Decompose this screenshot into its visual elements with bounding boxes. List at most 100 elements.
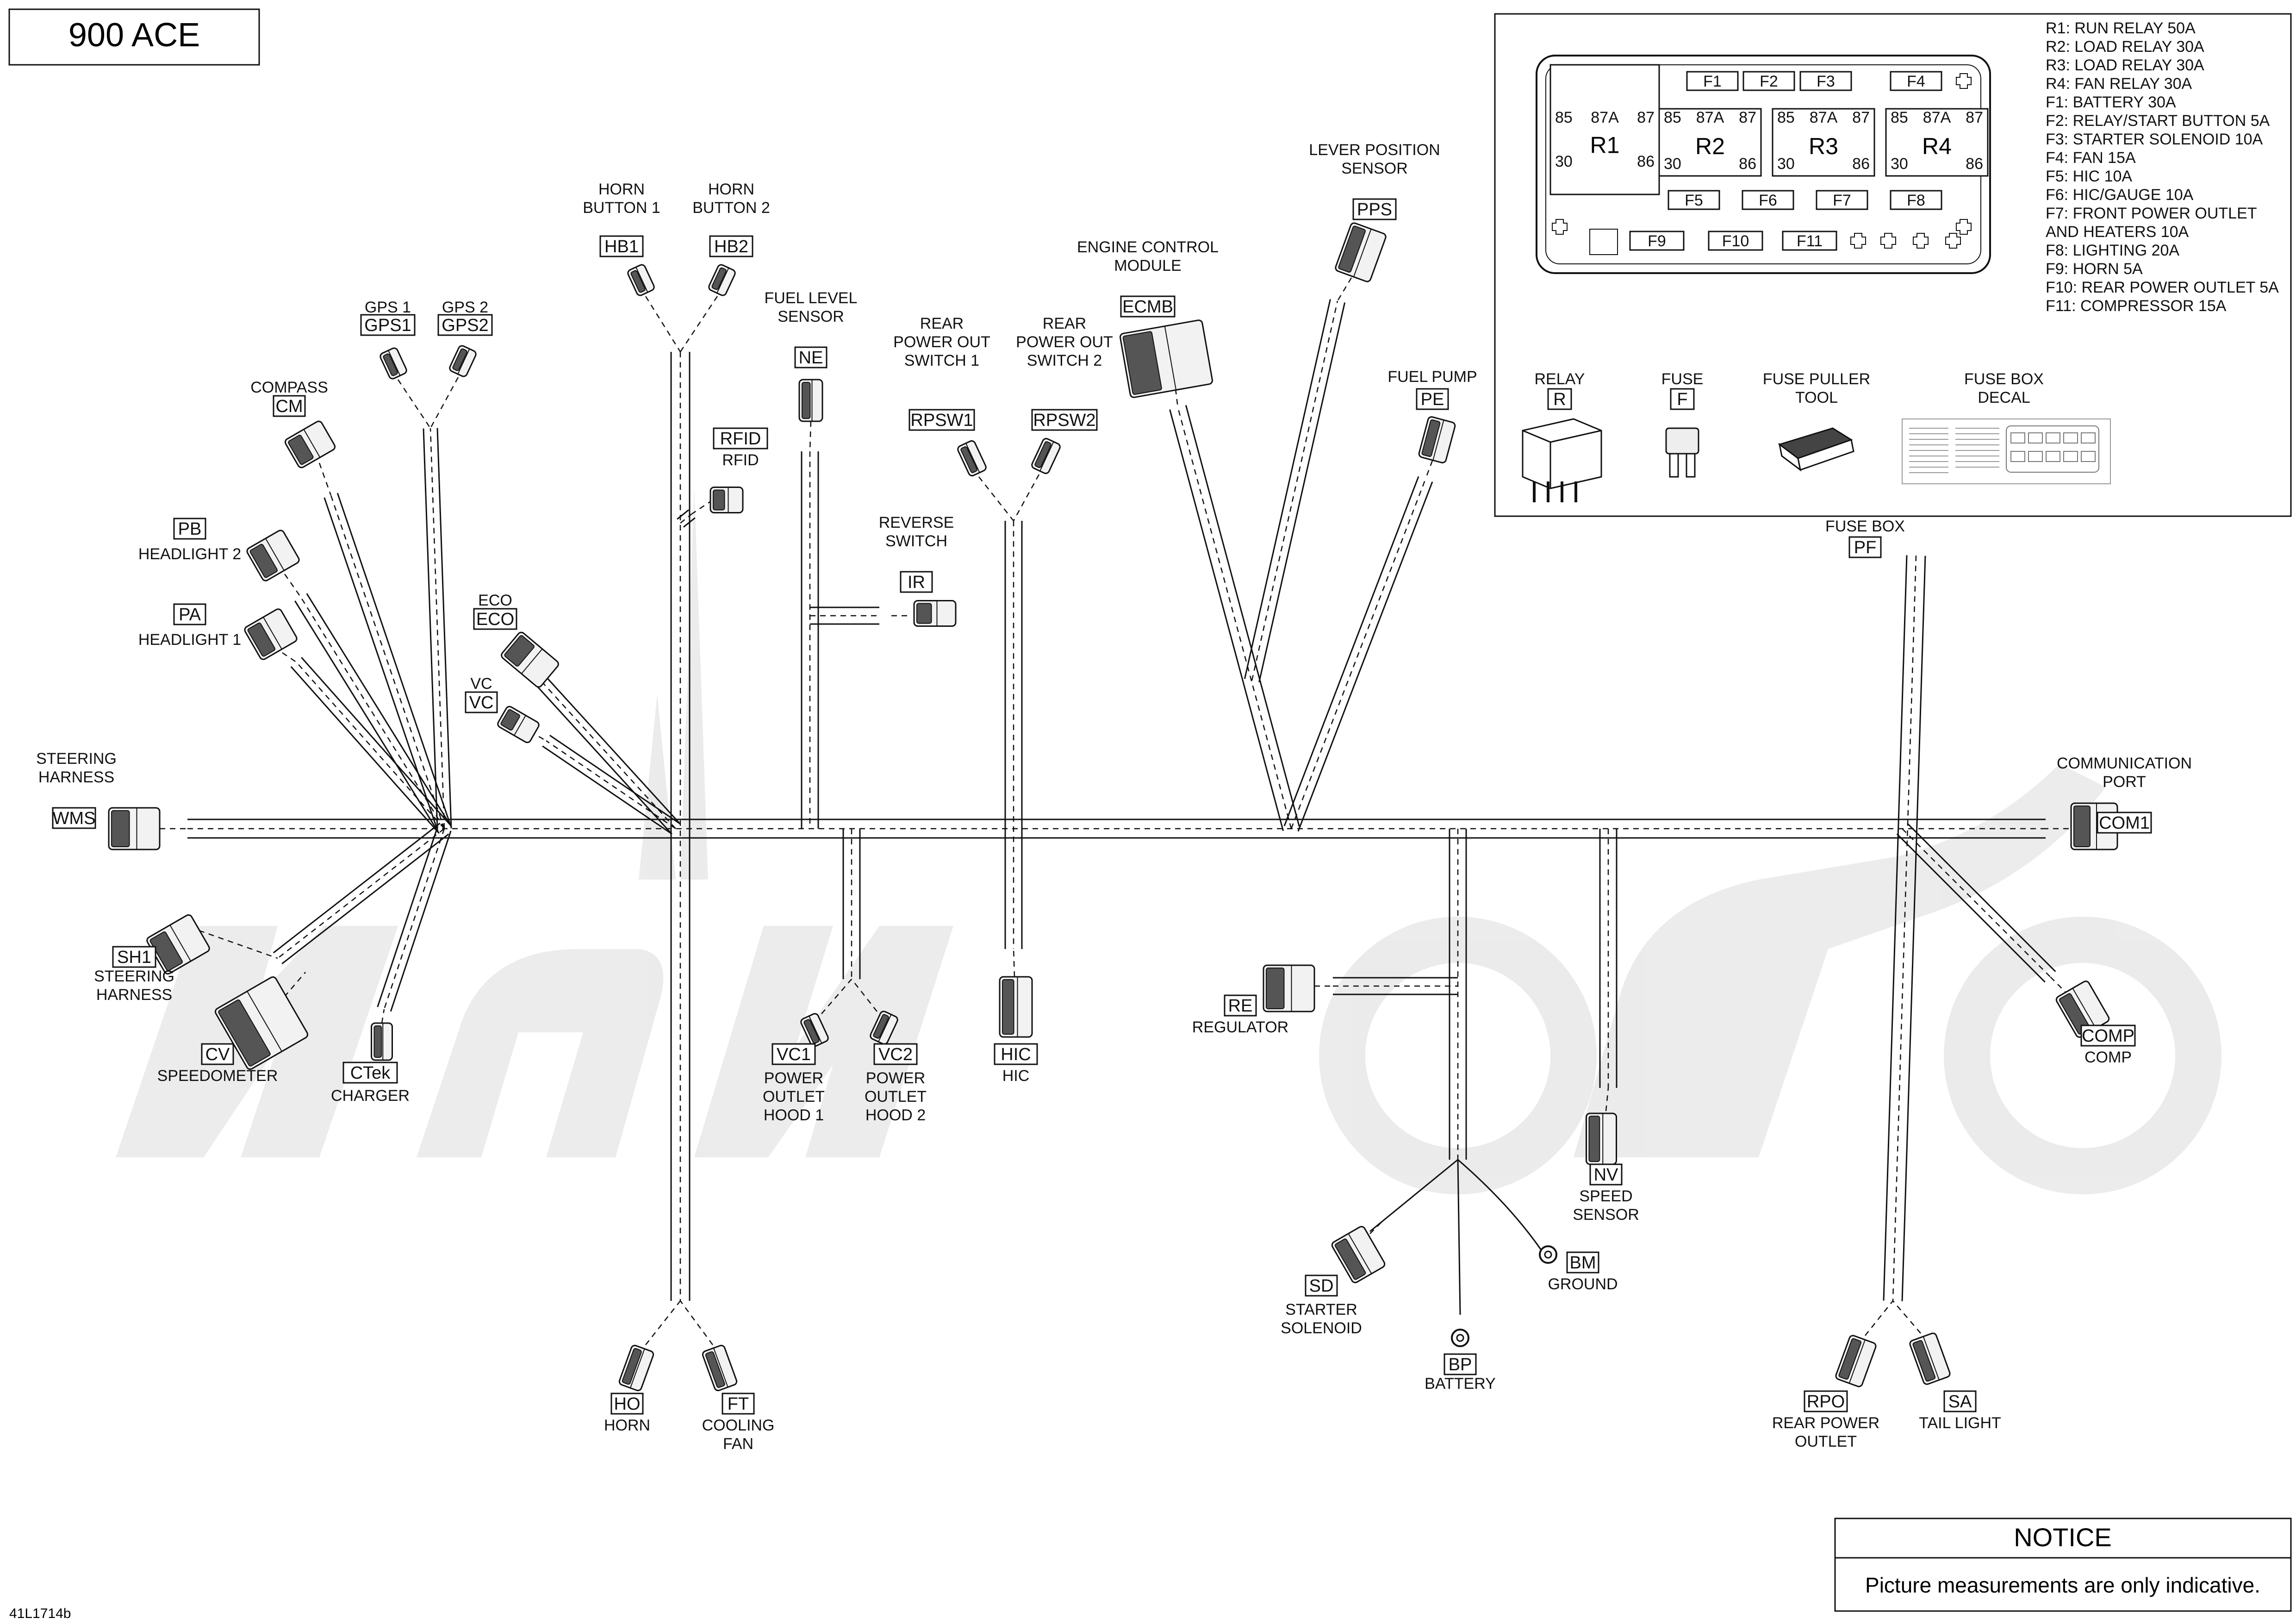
branch-fuel-level xyxy=(801,451,819,829)
code-ctek: CTek xyxy=(342,1062,398,1084)
lead-cv xyxy=(277,972,306,1005)
label-gps1: GPS 1 xyxy=(365,299,411,316)
connector-sd xyxy=(1331,1226,1386,1283)
svg-text:RPO: RPO xyxy=(1807,1392,1845,1412)
svg-text:F6: F6 xyxy=(1759,192,1777,209)
svg-text:PF: PF xyxy=(1854,538,1877,557)
connector-gps1 xyxy=(380,347,407,380)
label-pa: HEADLIGHT 1 xyxy=(138,631,241,649)
code-pf: PF xyxy=(1848,536,1882,558)
code-re: RE xyxy=(1224,994,1257,1017)
svg-text:R: R xyxy=(1553,390,1566,409)
main-trunk xyxy=(187,818,2046,839)
code-bp: BP xyxy=(1444,1353,1477,1375)
svg-text:87A: 87A xyxy=(1696,109,1724,126)
code-rfid: RFID xyxy=(713,427,768,450)
notice-box: NOTICE Picture measurements are only ind… xyxy=(1834,1518,2292,1612)
svg-text:85: 85 xyxy=(1777,109,1795,126)
connector-vc1 xyxy=(800,1013,829,1047)
lead-gps2 xyxy=(429,377,459,429)
svg-text:SD: SD xyxy=(1309,1276,1334,1296)
svg-text:F8: F8 xyxy=(1907,192,1925,209)
connector-pe xyxy=(1418,416,1456,463)
label-gps2: GPS 2 xyxy=(442,299,488,316)
svg-text:SA: SA xyxy=(1948,1392,1972,1412)
connector-ecmb xyxy=(1119,319,1213,398)
lead-rpsw2 xyxy=(1013,474,1040,521)
lead-sh1 xyxy=(199,930,278,959)
connector-hb2 xyxy=(708,264,736,296)
connector-rpo xyxy=(1835,1335,1877,1387)
connector-pb xyxy=(246,530,300,581)
svg-text:85: 85 xyxy=(1891,109,1908,126)
part-label: FUSE xyxy=(1661,370,1704,388)
svg-text:R3: R3 xyxy=(1809,133,1838,159)
part-label: RELAY xyxy=(1535,370,1585,388)
code-sh1: SH1 xyxy=(112,946,156,968)
lead-vc1 xyxy=(821,979,852,1014)
lead-ecmb xyxy=(1175,388,1179,408)
part-label: DECAL xyxy=(1978,389,2030,406)
fuse-f5: F5 xyxy=(1668,190,1720,210)
spare-socket-icon xyxy=(1913,233,1929,249)
svg-text:NE: NE xyxy=(799,348,823,368)
lead-ho xyxy=(645,1300,681,1345)
code-sa: SA xyxy=(1943,1390,1977,1412)
lead-ctek xyxy=(381,1009,385,1024)
connector-ctek xyxy=(371,1022,393,1061)
code-ir: IR xyxy=(900,571,933,593)
label-pf: FUSE BOX xyxy=(1825,518,1905,535)
lead-rpo xyxy=(1865,1300,1893,1336)
svg-text:87: 87 xyxy=(1637,109,1655,126)
svg-text:F11: F11 xyxy=(1797,232,1823,250)
code-cv: CV xyxy=(201,1043,234,1065)
lead-hb1 xyxy=(645,296,681,352)
label-pe: FUEL PUMP xyxy=(1388,368,1477,386)
legend-item: F5: HIC 10A xyxy=(2046,168,2132,185)
svg-text:30: 30 xyxy=(1555,153,1573,170)
connector-bp xyxy=(1451,1329,1469,1347)
svg-text:86: 86 xyxy=(1739,155,1756,173)
legend-item: AND HEATERS 10A xyxy=(2046,223,2189,241)
branch-headlight1 xyxy=(290,657,450,834)
legend-item: R2: LOAD RELAY 30A xyxy=(2046,38,2204,56)
svg-text:VC2: VC2 xyxy=(878,1045,913,1064)
connector-rpsw1 xyxy=(957,440,987,477)
svg-text:VC1: VC1 xyxy=(777,1045,811,1064)
label-bm: GROUND xyxy=(1548,1275,1618,1293)
legend-item: F9: HORN 5A xyxy=(2046,260,2143,278)
label-ho: HORN xyxy=(604,1417,650,1434)
code-rpsw2: RPSW2 xyxy=(1031,409,1098,431)
svg-text:WMS: WMS xyxy=(53,809,96,828)
svg-text:HO: HO xyxy=(614,1394,641,1414)
code-gps2: GPS2 xyxy=(437,314,493,336)
part-label: FUSE BOX xyxy=(1964,370,2044,388)
svg-text:GPS1: GPS1 xyxy=(364,316,411,335)
code-rpsw1: RPSW1 xyxy=(908,409,975,431)
svg-text:F9: F9 xyxy=(1648,232,1666,250)
svg-text:HB2: HB2 xyxy=(714,237,748,256)
branch-horn-vertical xyxy=(670,352,691,1301)
branch-fuel-pump xyxy=(1283,476,1433,832)
connector-nv xyxy=(1586,1112,1617,1165)
svg-text:HIC: HIC xyxy=(1001,1045,1031,1064)
svg-text:BP: BP xyxy=(1449,1355,1472,1374)
svg-text:30: 30 xyxy=(1664,155,1681,173)
svg-text:VC: VC xyxy=(469,693,494,712)
svg-text:30: 30 xyxy=(1777,155,1795,173)
svg-text:RFID: RFID xyxy=(720,429,761,449)
connector-ft xyxy=(702,1344,738,1392)
legend-item: R3: LOAD RELAY 30A xyxy=(2046,56,2204,74)
lead-ne xyxy=(809,421,812,452)
svg-text:F1: F1 xyxy=(1703,73,1722,90)
branch-headlight2 xyxy=(294,593,451,833)
connector-bm xyxy=(1539,1245,1557,1264)
